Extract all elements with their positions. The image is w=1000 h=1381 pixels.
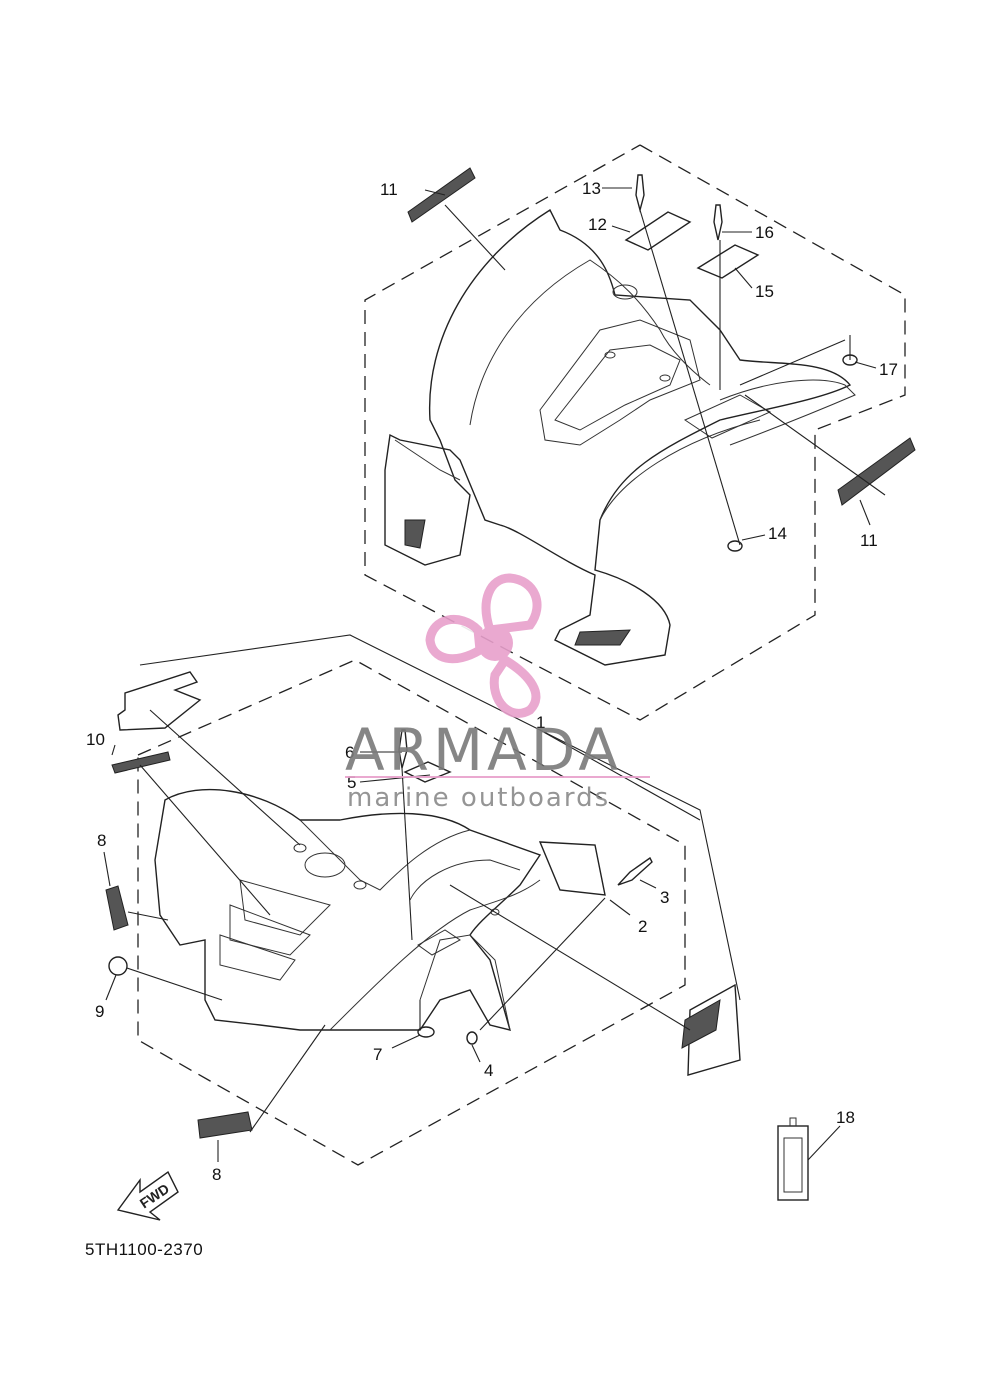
diagram-code: 5TH1100-2370 (85, 1240, 203, 1259)
emblem-11-top (407, 167, 476, 223)
rear-fender-fuel-cap-recess (612, 284, 638, 300)
front-fender-grille-low (219, 934, 296, 981)
callout-11-top: 11 (380, 180, 398, 199)
rear-fender-inner-ridge (469, 259, 711, 426)
plate-5 (403, 761, 452, 783)
rear-fender-right-mudflap-logo (574, 629, 631, 646)
rear-fender-right-wing (719, 379, 856, 446)
rear-fender-tub (539, 319, 701, 446)
rear-fender-bolt-hole-2 (604, 351, 616, 359)
label-tag-18 (777, 1117, 841, 1201)
headlight-recess (304, 852, 346, 878)
rear-label-plate (683, 394, 772, 439)
callout-5: 5 (347, 773, 356, 792)
callout-12: 12 (588, 215, 607, 234)
callout-2: 2 (638, 917, 647, 936)
emblem-8-bottom (197, 1111, 253, 1139)
emblem-10 (111, 751, 171, 774)
rear-small-parts (407, 167, 916, 552)
rear-fender-body (384, 208, 852, 666)
callout-4: 4 (484, 1061, 493, 1080)
front-fender-grille-mid (229, 904, 311, 956)
watermark: ARMADA marine outboards (345, 573, 650, 813)
front-fender-hood (299, 819, 471, 891)
rear-fender-bolt-hole (659, 374, 671, 382)
rear-assembly-boundary (364, 144, 906, 721)
reflector-9 (108, 956, 128, 976)
front-fender-lower-skirt (419, 934, 511, 1031)
front-fender-right-side (409, 859, 521, 901)
front-fender-grille-top (239, 879, 331, 936)
callout-1: 1 (536, 713, 545, 732)
rivet-3 (617, 856, 653, 886)
front-fender-bolt-b (353, 880, 367, 890)
rivet-6 (398, 729, 408, 769)
front-assembly-outer-line (139, 634, 741, 1001)
callout-8-bottom: 8 (212, 1165, 221, 1184)
fwd-arrow-label: FWD (137, 1180, 172, 1211)
callout-6: 6 (345, 743, 354, 762)
callout-8-side: 8 (97, 831, 106, 850)
callout-7: 7 (373, 1045, 382, 1064)
grommet-7 (417, 1026, 435, 1038)
rear-fender-tub-inner (554, 344, 681, 431)
propeller-blade-top (481, 573, 542, 635)
callout-17: 17 (879, 360, 898, 379)
label-tag-hook (789, 1117, 797, 1126)
plate-15 (696, 244, 760, 279)
rivet-13 (635, 174, 645, 213)
plate-2 (538, 841, 606, 896)
propeller-blade-left (425, 615, 485, 664)
rear-fender-group (364, 144, 906, 721)
callout-11-right: 11 (860, 531, 878, 550)
grommet-14 (727, 540, 743, 552)
fwd-arrow-shape (116, 1170, 179, 1221)
watermark-title: ARMADA (345, 716, 622, 784)
front-mudflap-logo (687, 983, 741, 1076)
front-assembly-boundary (137, 659, 686, 1166)
callout-13: 13 (582, 179, 601, 198)
front-fender-right-wing (329, 879, 541, 1031)
decal-1-sticker (117, 671, 202, 731)
front-leader-lines (103, 709, 701, 1162)
front-fender-bolt-a (293, 843, 307, 853)
fwd-arrow: FWD (116, 1170, 179, 1221)
reflector-8-side (105, 885, 129, 931)
propeller-hub (477, 625, 513, 661)
rear-leader-lines (424, 187, 886, 546)
label-tag-body (777, 1125, 809, 1201)
label-tag-window (783, 1137, 803, 1193)
front-small-parts (105, 729, 741, 1139)
callout-3: 3 (660, 888, 669, 907)
grommet-4 (466, 1031, 478, 1045)
callout-10: 10 (86, 730, 105, 749)
callout-16: 16 (755, 223, 774, 242)
rear-fender-left-flap (394, 439, 461, 481)
rivet-16 (713, 204, 723, 241)
callout-14: 14 (768, 524, 787, 543)
rear-fender-left-mudflap-logo (404, 519, 426, 549)
propeller-blade-right (489, 653, 541, 718)
front-fender-bolt-c (490, 908, 500, 916)
watermark-subtitle: marine outboards (347, 783, 610, 813)
rear-fender-right-fold (599, 419, 761, 521)
callout-15: 15 (755, 282, 774, 301)
emblem-11-right (837, 437, 916, 506)
plate-12 (624, 211, 692, 251)
front-label-plate (417, 929, 461, 956)
front-fender-group (117, 634, 741, 1166)
callouts: 11 13 12 16 15 17 14 11 1 10 6 5 8 3 2 9… (86, 179, 898, 1184)
front-fender-body (154, 788, 542, 1031)
front-mudflap-logo-shade (681, 999, 721, 1049)
watermark-logo-icon (425, 573, 542, 718)
callout-9: 9 (95, 1002, 104, 1021)
callout-18: 18 (836, 1108, 855, 1127)
